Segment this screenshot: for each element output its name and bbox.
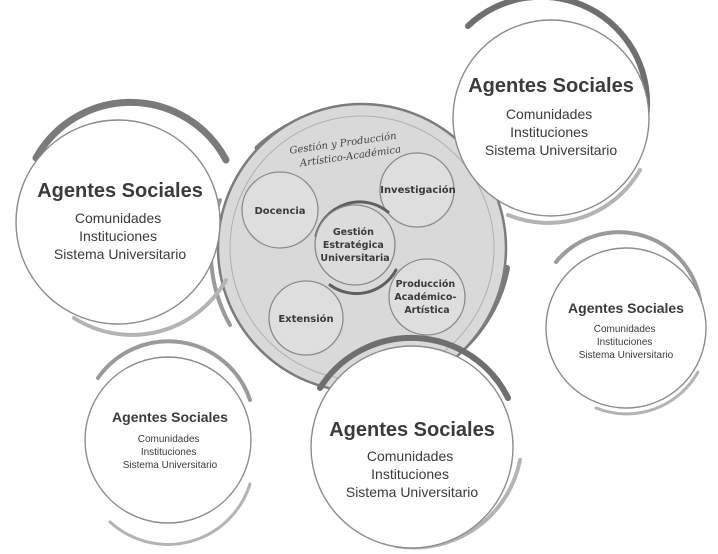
arc-light [594, 370, 700, 416]
arc-light [108, 482, 252, 546]
agent-title: Agentes Sociales [468, 75, 634, 97]
node-docencia-label: Docencia [254, 206, 305, 217]
agent-title: Agentes Sociales [37, 180, 203, 202]
arc-dark [32, 98, 230, 164]
agent-title: Agentes Sociales [329, 419, 495, 441]
ring [310, 345, 514, 549]
core-node: Gestión Estratégica Universitaria [314, 200, 398, 296]
arc-dark [554, 230, 702, 302]
ring [84, 356, 252, 524]
node-produccion: Producción Académico- Artística [388, 258, 466, 336]
arc-light [72, 278, 228, 337]
arc-dark [317, 334, 511, 401]
node-docencia: Docencia [241, 171, 319, 249]
agent-lines: Comunidades Instituciones Sistema Univer… [485, 106, 617, 158]
agent-circle-right: Agentes Sociales Comunidades Institucion… [545, 230, 707, 416]
arc-light [506, 168, 642, 225]
node-investigacion-label: Investigación [380, 184, 456, 196]
ring [15, 119, 221, 325]
arc-dark [465, 0, 651, 121]
core-label: Gestión Estratégica Universitaria [320, 227, 389, 264]
ring [452, 19, 650, 217]
agent-title: Agentes Sociales [112, 409, 228, 425]
node-investigacion: Investigación [379, 152, 456, 228]
agent-circle-top-right: Agentes Sociales Comunidades Institucion… [452, 0, 651, 225]
arc-dark [96, 339, 252, 402]
agent-circle-bottom-left: Agentes Sociales Comunidades Institucion… [84, 339, 252, 546]
central-hub: Gestión y Producción Artístico-Académica… [208, 102, 510, 394]
node-extension: Extensión [268, 280, 344, 356]
node-extension-label: Extensión [278, 313, 333, 325]
ring [545, 247, 707, 409]
node-produccion-label: Producción Académico- Artística [394, 279, 459, 316]
agent-lines: Comunidades Instituciones Sistema Univer… [54, 210, 186, 262]
agent-lines: Comunidades Instituciones Sistema Univer… [346, 448, 478, 500]
agent-lines: Comunidades Instituciones Sistema Univer… [579, 324, 674, 361]
agent-circle-left: Agentes Sociales Comunidades Institucion… [15, 98, 230, 337]
agent-title: Agentes Sociales [568, 300, 684, 316]
agent-lines: Comunidades Instituciones Sistema Univer… [123, 434, 218, 471]
agent-circle-bottom: Agentes Sociales Comunidades Institucion… [310, 334, 522, 550]
